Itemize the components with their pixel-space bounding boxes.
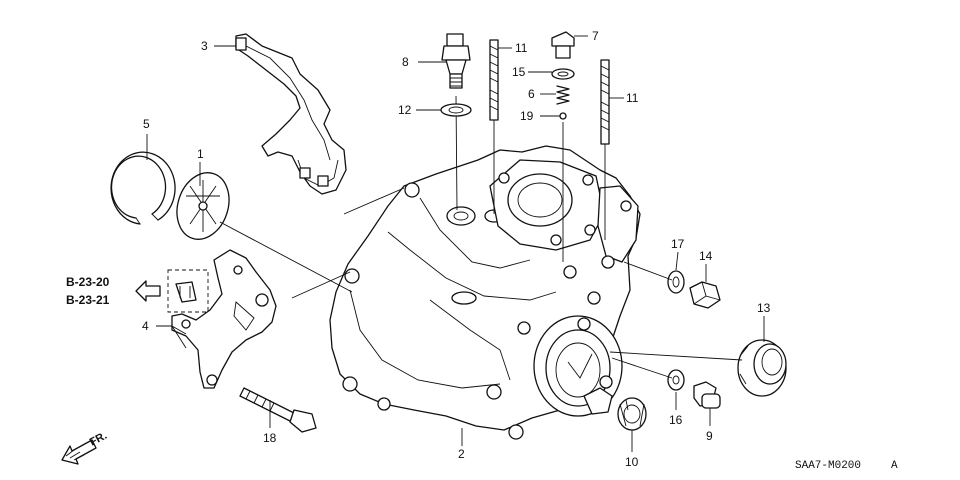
- reference-arrow: [135, 280, 161, 302]
- part-16-washer: [667, 369, 685, 391]
- callout-12: 12: [398, 103, 412, 117]
- callout-2: 2: [458, 447, 465, 461]
- direction-label: FR.: [88, 430, 109, 449]
- part-8-switch: [441, 33, 471, 211]
- callout-9: 9: [706, 429, 713, 443]
- callout-5: 5: [143, 117, 150, 131]
- part-12-washer: [440, 103, 472, 117]
- part-13-seal: [737, 339, 787, 397]
- part-3-bracket: [235, 33, 347, 195]
- part-2-transmission-housing: [329, 145, 641, 440]
- front-direction-arrow: [61, 439, 97, 465]
- part-15-washer: [551, 68, 575, 80]
- part-9-bolt: [693, 381, 721, 409]
- callout-7: 7: [592, 29, 599, 43]
- part-11-stud-left: [489, 39, 499, 214]
- part-1-plate: [176, 172, 230, 240]
- callout-17: 17: [671, 237, 685, 251]
- reference-label-1: B-23-20: [66, 275, 110, 289]
- part-4-bracket: [171, 249, 277, 389]
- reference-label-2: B-23-21: [66, 293, 110, 307]
- callout-18: 18: [263, 431, 277, 445]
- callout-14: 14: [699, 249, 713, 263]
- callout-15: 15: [512, 65, 526, 79]
- part-18-bolt: [239, 387, 317, 433]
- callout-3: 3: [201, 39, 208, 53]
- part-5-snap-ring: [110, 151, 176, 225]
- diagram-code: SAA7-M0200: [795, 460, 861, 472]
- callout-10: 10: [625, 455, 639, 469]
- callout-11-left: 11: [515, 41, 528, 55]
- callout-6: 6: [528, 87, 535, 101]
- callout-4: 4: [142, 319, 149, 333]
- assembly-guide-lines: [219, 187, 743, 411]
- clip-reference-box: [167, 269, 209, 313]
- part-11-stud-right: [600, 59, 610, 240]
- part-7-bolt: [551, 31, 575, 59]
- callout-13: 13: [757, 301, 771, 315]
- callout-19: 19: [520, 109, 534, 123]
- callout-16: 16: [669, 413, 683, 427]
- diagram-code-suffix: A: [891, 460, 898, 472]
- callout-leaders: [146, 35, 765, 452]
- callout-1: 1: [197, 147, 204, 161]
- part-6-spring: [556, 85, 570, 105]
- part-10-seal: [617, 397, 647, 431]
- callout-8: 8: [402, 55, 409, 69]
- callout-11-right: 11: [626, 91, 639, 105]
- part-14-plug: [689, 281, 721, 309]
- part-17-washer: [667, 270, 685, 294]
